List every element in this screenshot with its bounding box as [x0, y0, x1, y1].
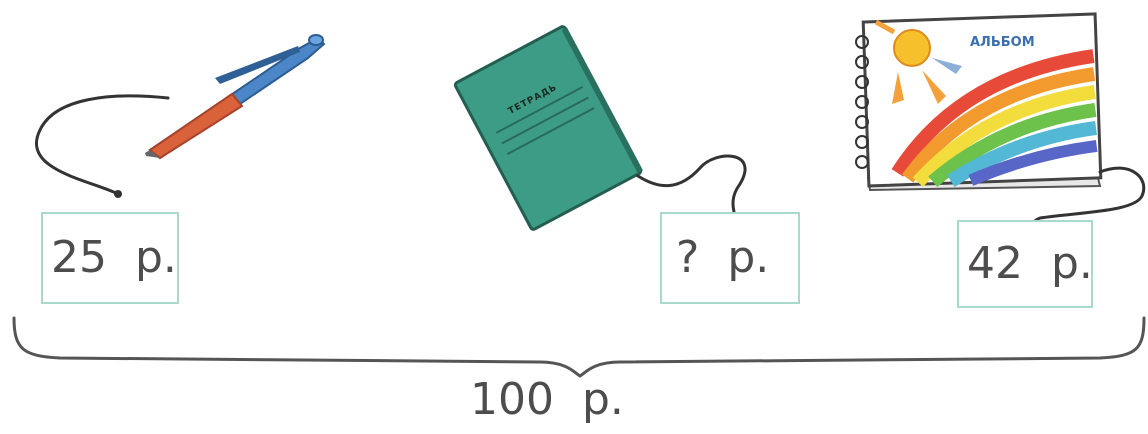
album-price-tag: 42 р. [957, 220, 1093, 308]
notebook-price-tag: ? р. [660, 212, 800, 304]
album-icon: АЛЬБОМ [855, 12, 1103, 192]
pen-price-label: 25 р. [51, 232, 177, 283]
album-title: АЛЬБОМ [970, 35, 1035, 50]
notebook-price-label: ? р. [676, 232, 770, 283]
album-price-label: 42 р. [967, 238, 1093, 289]
pen-icon [145, 34, 326, 160]
total-brace [12, 316, 1146, 378]
pen-price-tag: 25 р. [41, 212, 179, 304]
total-label: 100 р. [470, 374, 624, 425]
notebook-string [636, 154, 747, 220]
pen-string [35, 94, 170, 196]
notebook-icon: ТЕТРАДЬ [453, 25, 644, 231]
